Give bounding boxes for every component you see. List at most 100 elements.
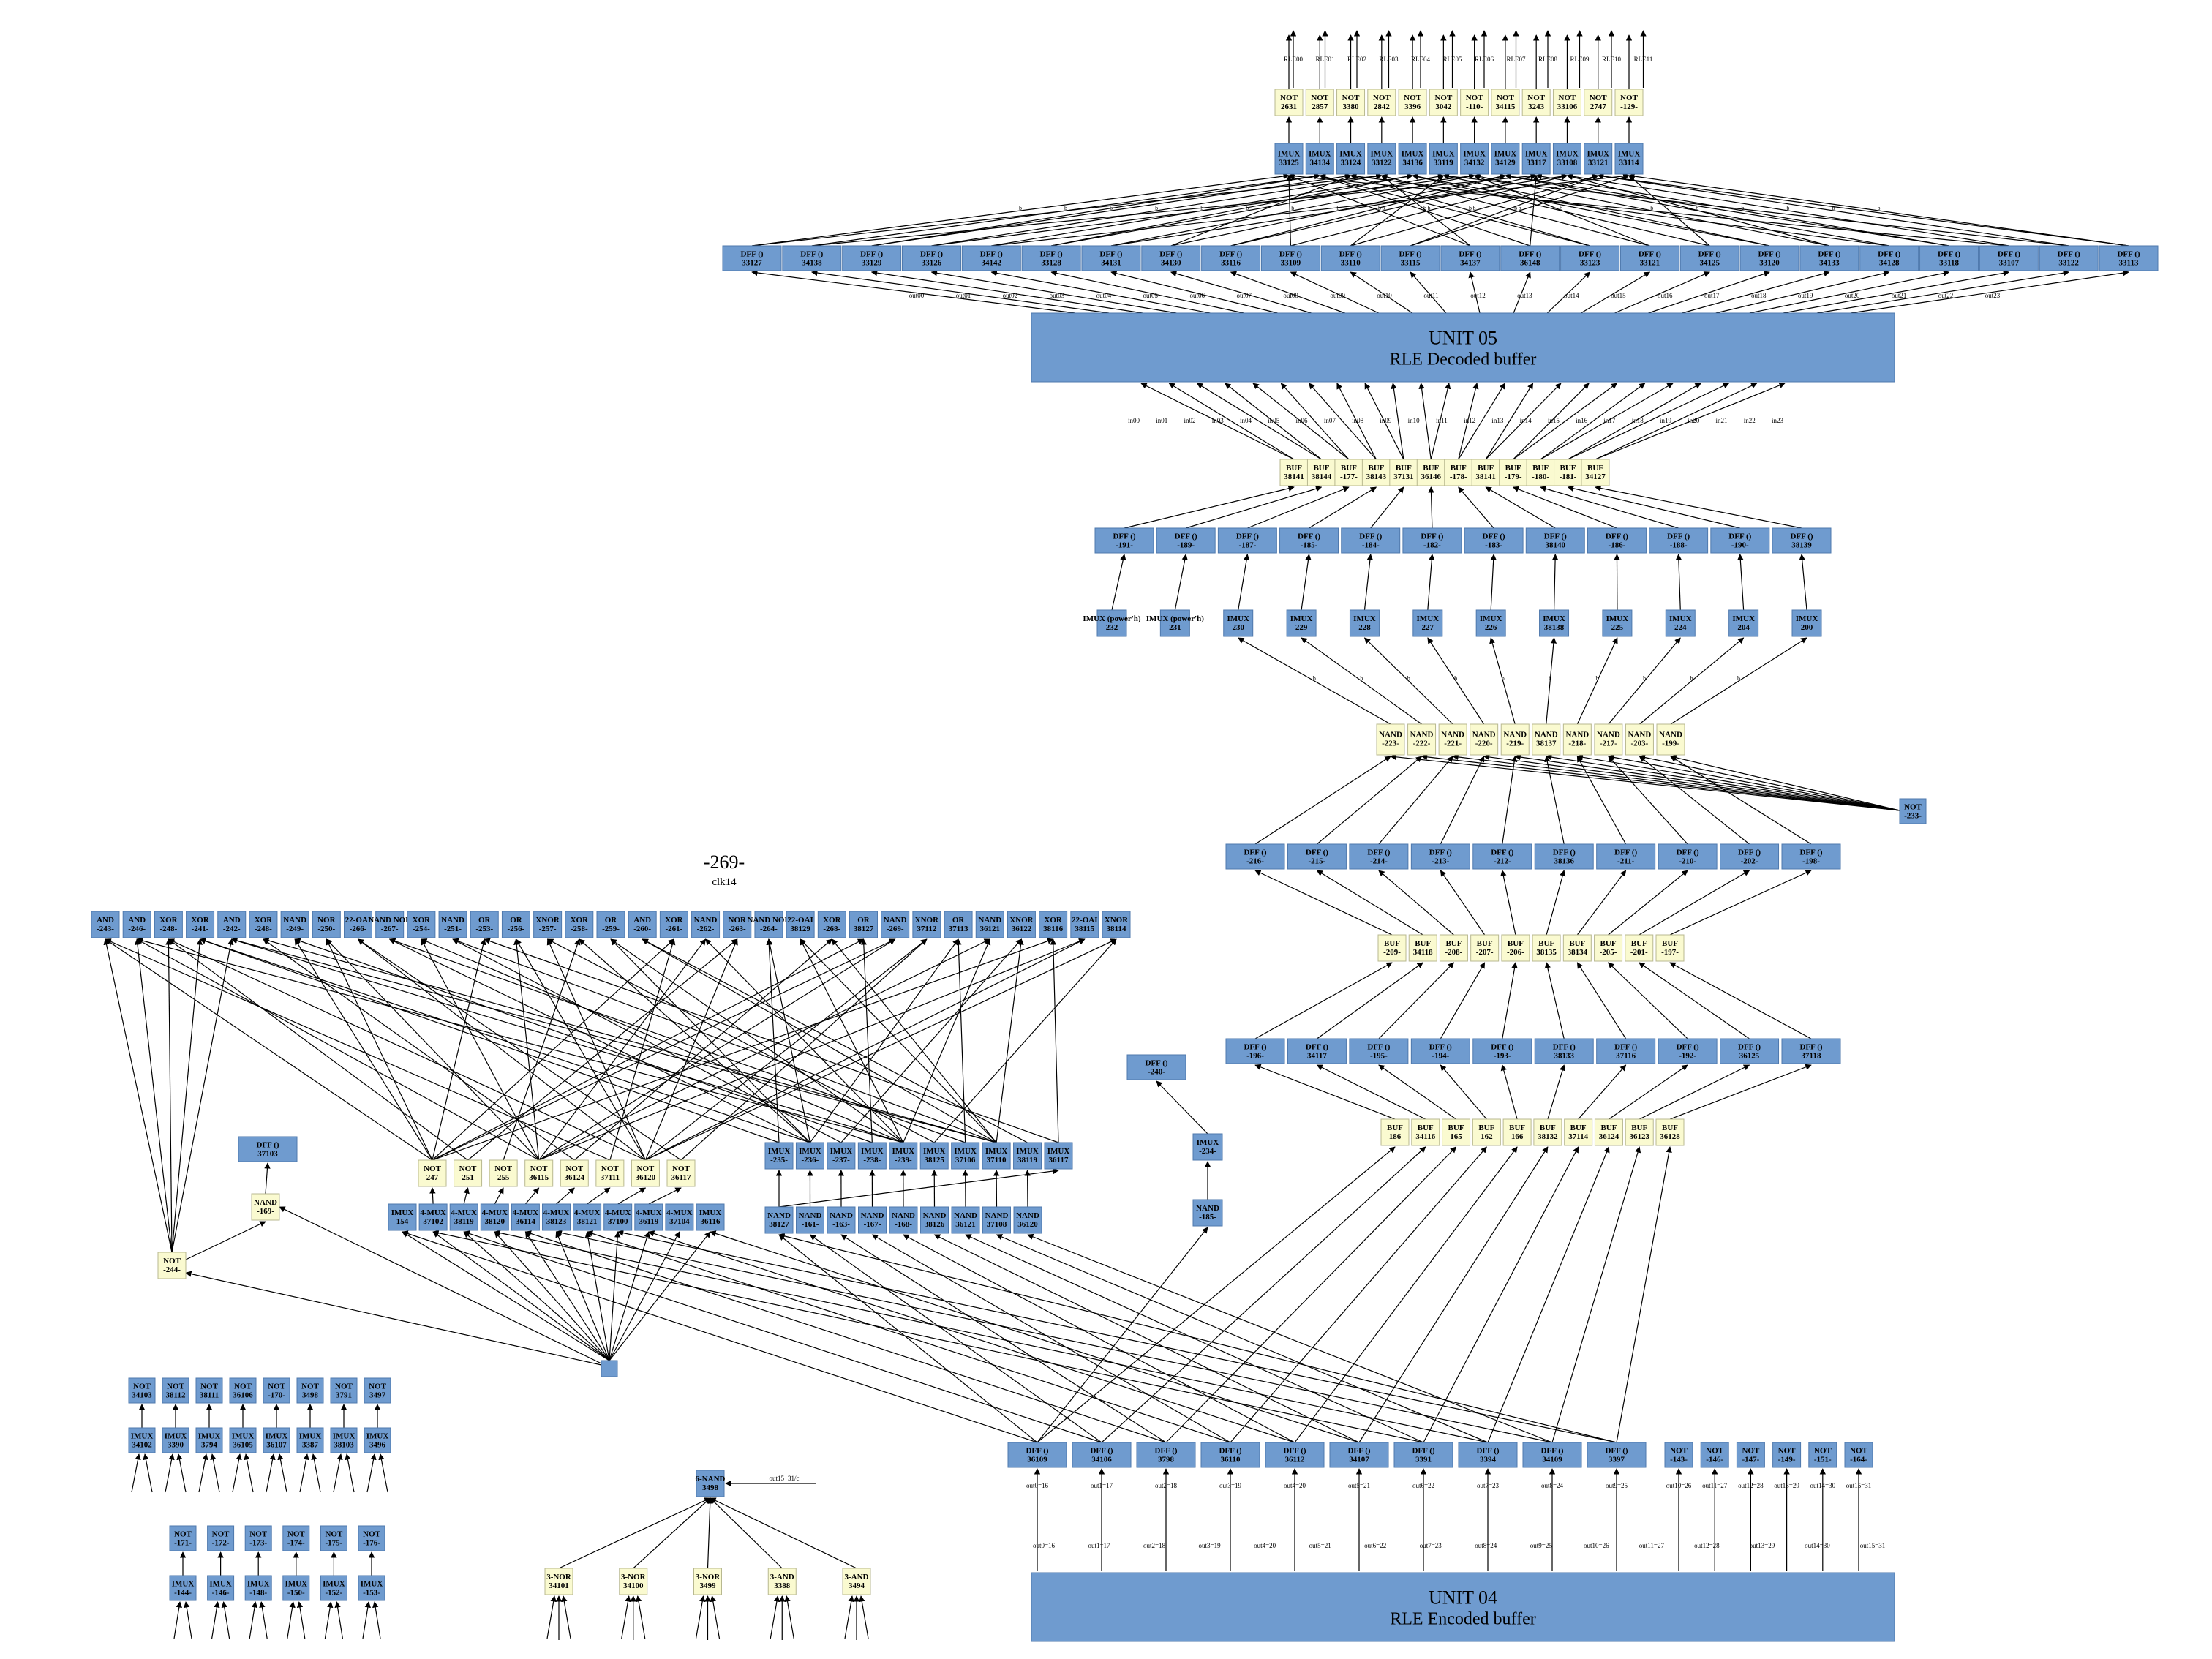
node-type-label: NOT bbox=[163, 1257, 181, 1265]
node-type-label: IMUX bbox=[923, 1147, 946, 1156]
node-id-label: 33107 bbox=[1999, 258, 2020, 267]
buf-node: BUF-179- bbox=[1499, 459, 1528, 486]
node-type-label: IMUX bbox=[892, 1147, 914, 1156]
node-type-label: DFF () bbox=[1677, 1042, 1699, 1051]
imux-node: IMUX-200- bbox=[1791, 609, 1822, 637]
node-type-label: XNOR bbox=[1009, 916, 1034, 925]
node-type-label: BUF bbox=[1509, 1124, 1525, 1132]
edge bbox=[1639, 962, 1750, 1039]
edge bbox=[1288, 174, 1471, 247]
edge bbox=[751, 269, 1076, 314]
edge bbox=[1578, 1064, 1627, 1120]
dff-node: DFF ()34128 bbox=[1859, 245, 1919, 271]
logic-gate: AND-260- bbox=[628, 911, 657, 938]
edge bbox=[1350, 174, 1599, 247]
node-id-label: 38143 bbox=[1366, 473, 1387, 481]
node-id-label: -196- bbox=[1246, 1051, 1264, 1060]
edge bbox=[1597, 173, 2129, 247]
in-label: in01 bbox=[1156, 417, 1167, 424]
node-type-label: IMUX bbox=[1432, 150, 1455, 159]
node-id-label: 34115 bbox=[1495, 102, 1515, 111]
edge bbox=[680, 938, 928, 1161]
node-type-label: 6-NAND bbox=[696, 1475, 726, 1483]
dff-node: DFF ()33126 bbox=[901, 245, 961, 271]
in-label: in09 bbox=[1380, 417, 1392, 424]
edge bbox=[494, 1231, 610, 1361]
nor-gate: NOT-172- bbox=[207, 1525, 235, 1551]
edge bbox=[1468, 271, 1481, 314]
node-type-label: 4-MUX bbox=[636, 1208, 661, 1217]
edge bbox=[463, 1230, 1102, 1443]
in-label: in18 bbox=[1632, 417, 1644, 424]
edge bbox=[372, 1601, 381, 1639]
out-label: out0=16 bbox=[1026, 1482, 1049, 1489]
node-id-label: 3380 bbox=[1343, 102, 1360, 111]
node-type-label: BUF bbox=[1478, 1124, 1494, 1132]
edge bbox=[1648, 271, 1770, 314]
edge bbox=[1280, 383, 1350, 460]
node-type-label: DFF () bbox=[1399, 249, 1422, 258]
node-id-label: 36120 bbox=[636, 1173, 656, 1182]
edge bbox=[1485, 486, 1556, 529]
node-id-label: -146- bbox=[1706, 1455, 1723, 1464]
node-type-label: NOT bbox=[133, 1382, 151, 1391]
node-type-label: DFF () bbox=[1279, 249, 1302, 258]
edge bbox=[1566, 173, 2009, 247]
node-type-label: NOT bbox=[459, 1165, 478, 1173]
edge bbox=[1442, 173, 1770, 247]
edge bbox=[1440, 1064, 1487, 1120]
node-id-label: 38132 bbox=[1538, 1132, 1558, 1141]
edge bbox=[931, 173, 1382, 247]
node-id-label: -212- bbox=[1494, 857, 1511, 865]
edge bbox=[770, 1595, 780, 1639]
edge bbox=[211, 1601, 220, 1639]
edge bbox=[1027, 1233, 1553, 1443]
edge bbox=[1546, 870, 1566, 936]
node-type-label: BUF bbox=[1368, 464, 1384, 473]
edge bbox=[1614, 271, 1710, 314]
node-type-label: NAND bbox=[1503, 731, 1527, 740]
dff-node: DFF ()33118 bbox=[1919, 245, 1979, 271]
node-id-label: -175- bbox=[325, 1538, 342, 1547]
node-id-label: -186- bbox=[1609, 541, 1626, 549]
edge-label: b bbox=[1064, 205, 1067, 211]
edge bbox=[168, 938, 646, 1161]
node-type-label: NOT bbox=[268, 1382, 286, 1391]
edge bbox=[538, 938, 1086, 1161]
node-id-label: -204- bbox=[1735, 623, 1753, 632]
in-label: out4=20 bbox=[1254, 1542, 1276, 1549]
edge bbox=[1252, 383, 1350, 460]
dff-node: DFF ()3394 bbox=[1458, 1442, 1518, 1468]
edge-label: b bbox=[1832, 205, 1835, 211]
buf-node: BUF-197- bbox=[1655, 934, 1685, 962]
node-type-label: IMUX bbox=[333, 1432, 356, 1440]
node-id-label: -173- bbox=[249, 1538, 267, 1547]
imux-node: IMUX-204- bbox=[1728, 609, 1759, 637]
edge-label: b bbox=[1200, 205, 1203, 211]
node-type-label: XOR bbox=[413, 916, 432, 925]
edge bbox=[648, 1187, 682, 1205]
dff-node: DFF ()-213- bbox=[1410, 843, 1470, 870]
node-id-label: 36121 bbox=[955, 1220, 976, 1229]
node-type-label: IMUX bbox=[1371, 150, 1393, 159]
node-id-label: 36119 bbox=[639, 1217, 658, 1226]
in-label: out13=29 bbox=[1750, 1542, 1775, 1549]
edge bbox=[1378, 962, 1455, 1039]
edge bbox=[1301, 554, 1312, 611]
edge bbox=[1485, 383, 1534, 460]
nor-gate: NOT-149- bbox=[1772, 1442, 1802, 1468]
nor-gate: NOT-143- bbox=[1664, 1442, 1693, 1468]
node-id-label: 36107 bbox=[266, 1440, 287, 1449]
edge bbox=[587, 1187, 611, 1205]
edge bbox=[1288, 173, 2009, 247]
node-id-label: -148- bbox=[249, 1588, 267, 1597]
dff-node: DFF ()34138 bbox=[782, 245, 842, 271]
dff-node: DFF ()-214- bbox=[1349, 843, 1409, 870]
node-id-label: 3499 bbox=[700, 1581, 717, 1590]
